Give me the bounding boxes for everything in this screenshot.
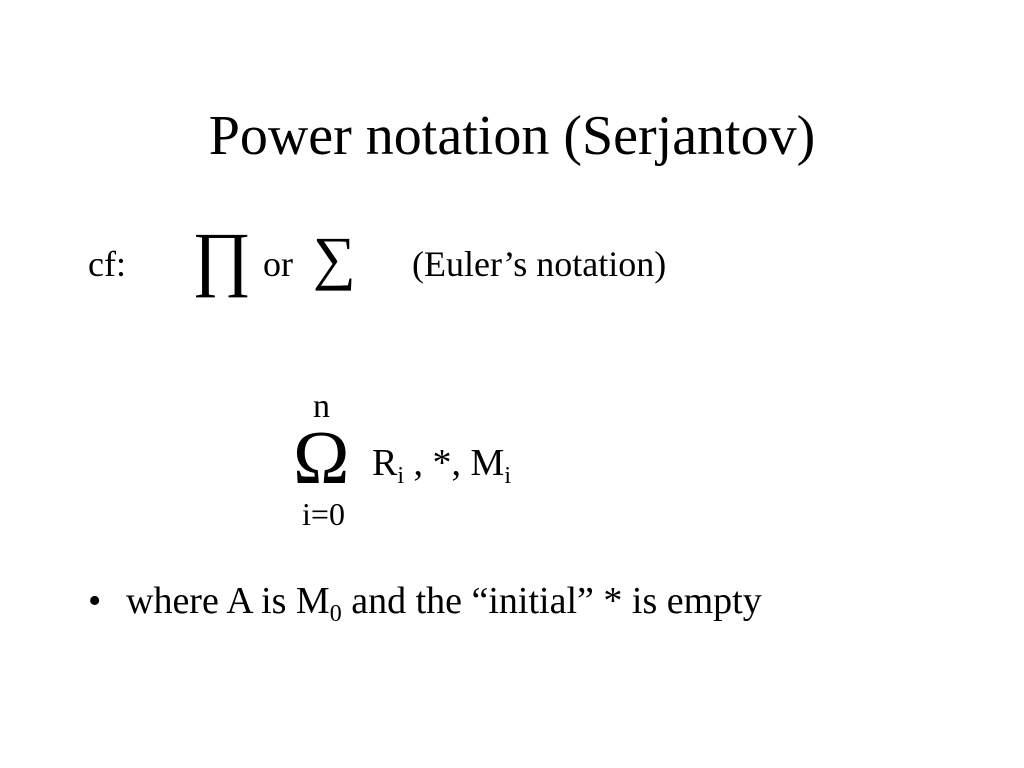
m-letter: M: [470, 442, 505, 484]
upper-limit: n: [313, 388, 330, 425]
r-letter: R: [372, 442, 398, 484]
cf-label: cf:: [88, 244, 126, 284]
bullet-item: • where A is M0 and the “initial” * is em…: [88, 582, 762, 626]
or-word: or: [263, 244, 293, 284]
bullet-marker: •: [88, 580, 102, 622]
bullet-text-before: where A is M: [126, 580, 330, 622]
r-subscript: i: [397, 463, 405, 489]
sum-symbol: ∑: [313, 225, 356, 291]
omega-operator: Ω: [293, 416, 350, 500]
lower-limit: i=0: [302, 496, 345, 532]
slide-title: Power notation (Serjantov): [208, 105, 816, 167]
bullet-subscript: 0: [329, 601, 342, 627]
formula-operand: Ri , *, Mi: [372, 444, 511, 488]
euler-note: (Euler’s notation): [412, 244, 667, 284]
formula-separator: , *,: [404, 442, 471, 484]
product-symbol: ∏: [192, 218, 252, 298]
m-subscript: i: [504, 463, 511, 489]
bullet-text-after: and the “initial” * is empty: [341, 580, 762, 622]
